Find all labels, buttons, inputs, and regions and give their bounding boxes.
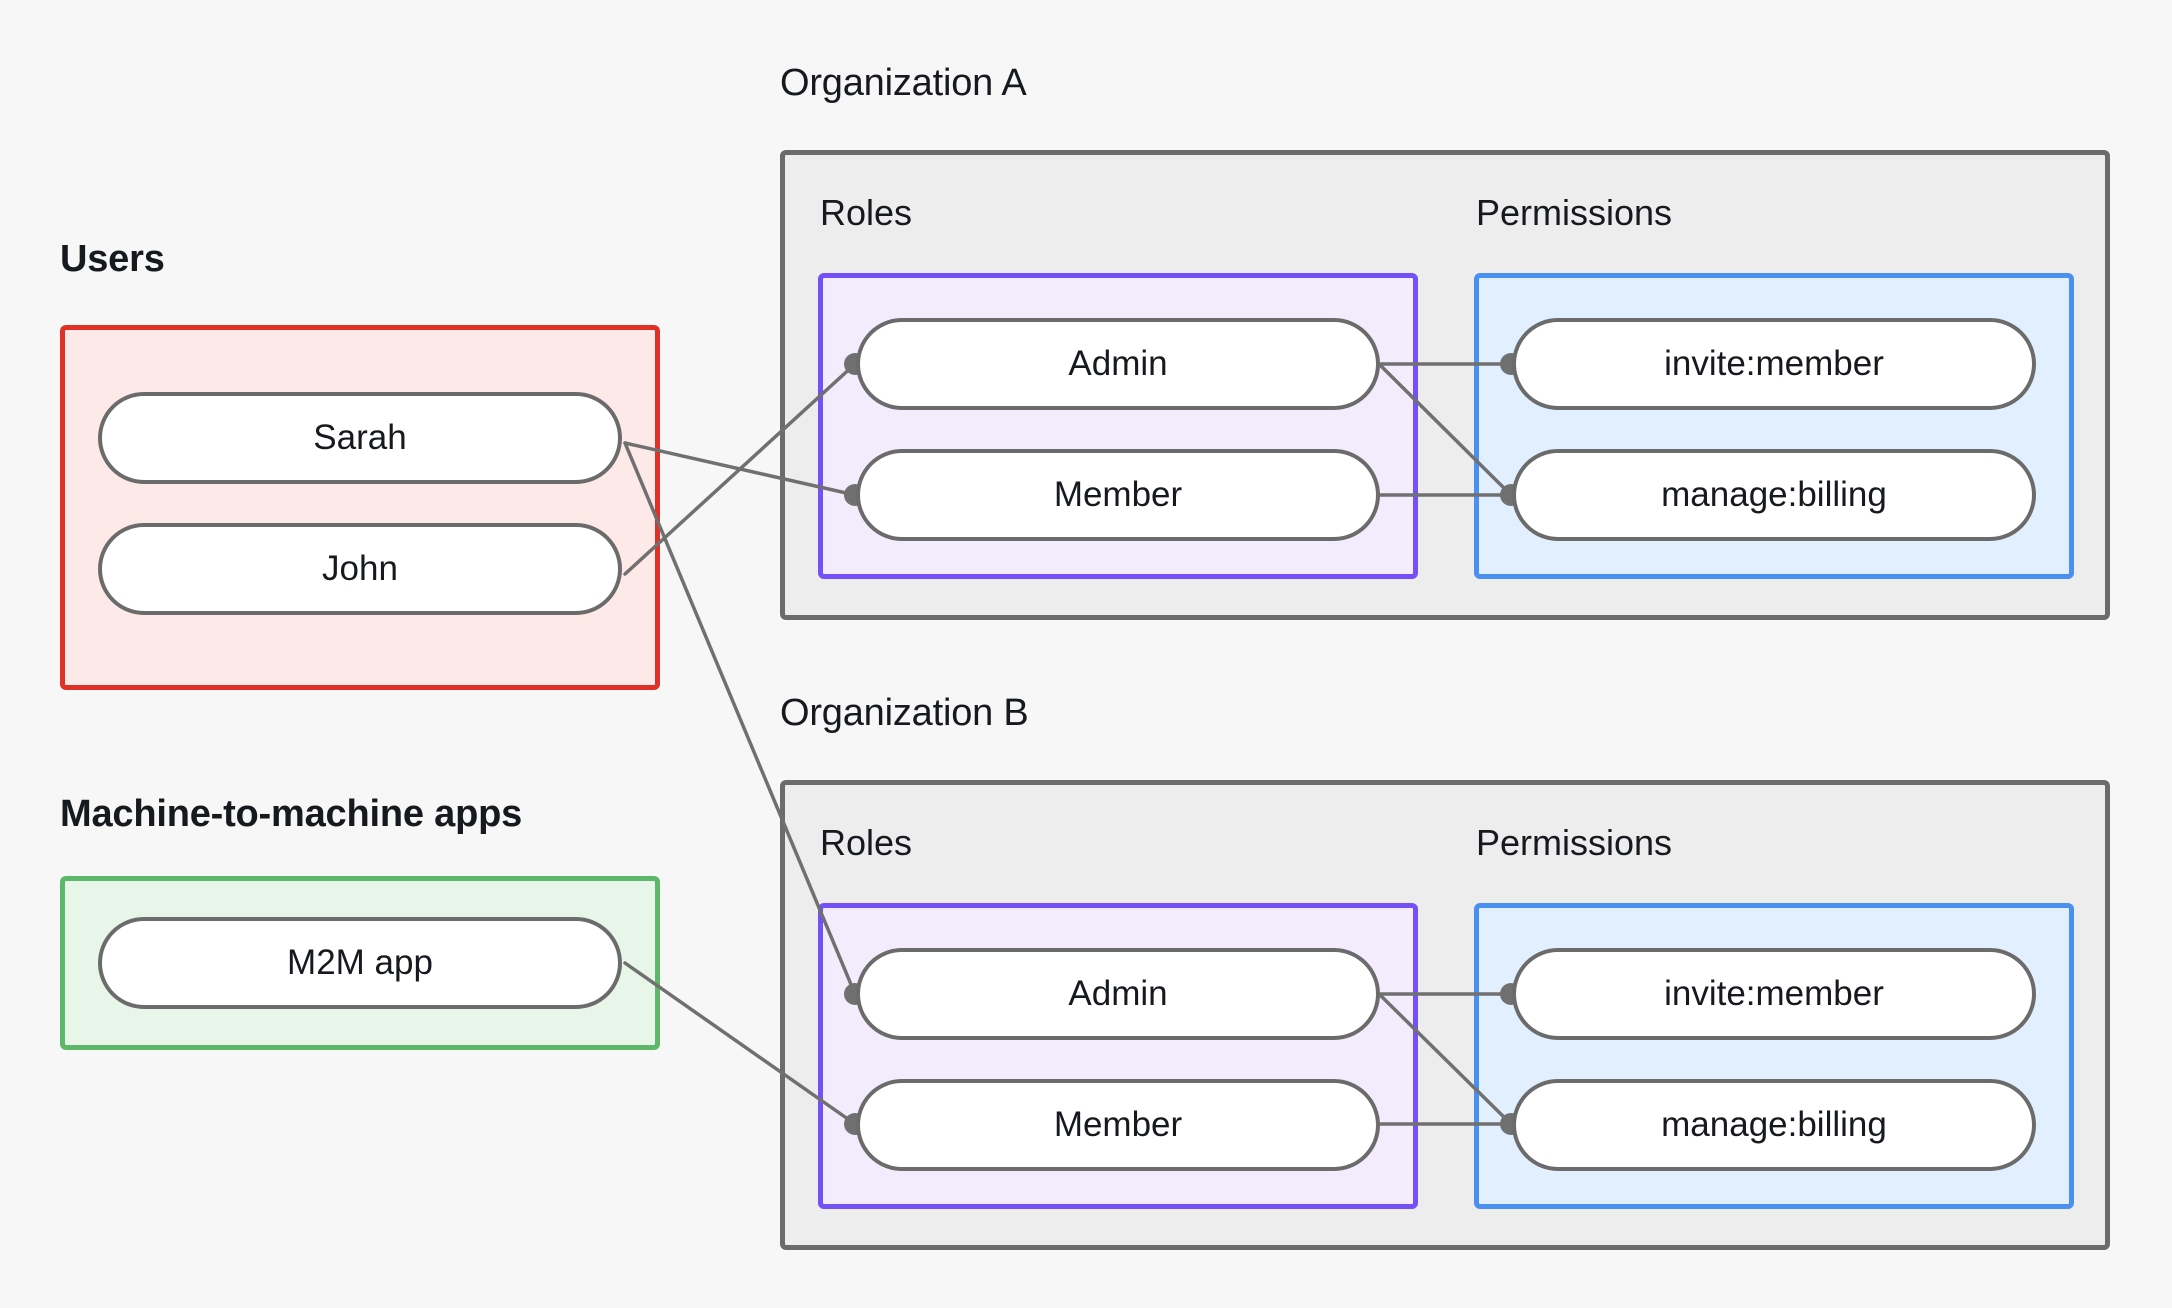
m2m-node-app[interactable]: M2M app — [98, 917, 622, 1009]
organization-a-roles-title: Roles — [820, 192, 913, 233]
organization-b-title: Organization B — [780, 692, 1029, 734]
organization-a-permissions-title: Permissions — [1476, 192, 1673, 233]
user-node-john[interactable]: John — [98, 523, 622, 615]
organization-b-role-member[interactable]: Member — [856, 1079, 1380, 1171]
organization-b-role-admin[interactable]: Admin — [856, 948, 1380, 1040]
organization-b-permission-manage-billing[interactable]: manage:billing — [1512, 1079, 2036, 1171]
organization-a-permission-invite-member[interactable]: invite:member — [1512, 318, 2036, 410]
organization-b-permission-invite-member[interactable]: invite:member — [1512, 948, 2036, 1040]
organization-a-permission-manage-billing[interactable]: manage:billing — [1512, 449, 2036, 541]
users-group-title: Users — [60, 238, 165, 280]
organization-b-permissions-title: Permissions — [1476, 822, 1673, 863]
users-container — [60, 325, 660, 690]
user-node-sarah[interactable]: Sarah — [98, 392, 622, 484]
m2m-group-title: Machine-to-machine apps — [60, 793, 523, 835]
organization-a-title: Organization A — [780, 62, 1027, 104]
organization-a-role-member[interactable]: Member — [856, 449, 1380, 541]
organization-a-role-admin[interactable]: Admin — [856, 318, 1380, 410]
organization-b-roles-title: Roles — [820, 822, 913, 863]
